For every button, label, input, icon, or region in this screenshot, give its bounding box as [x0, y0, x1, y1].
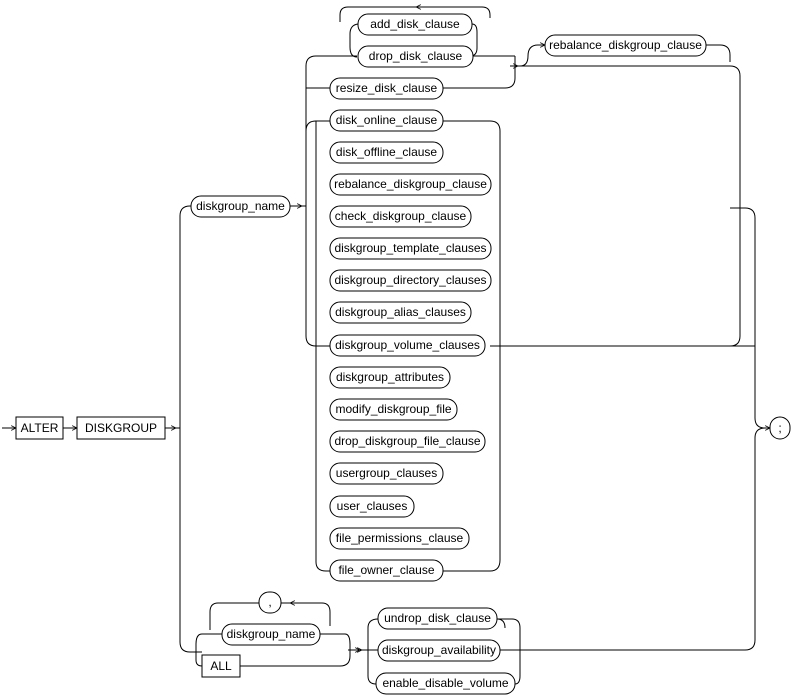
list-separator: , — [258, 591, 282, 614]
nonterminal-resize-disk-clause: resize_disk_clause — [329, 77, 444, 100]
multi-clause-list: undrop_disk_clause diskgroup_availabilit… — [375, 607, 516, 695]
resize-disk-clause-label: resize_disk_clause — [336, 81, 438, 95]
nonterminal-check-diskgroup-clause: check_diskgroup_clause — [329, 205, 472, 228]
nonterminal-file-permissions-clause: file_permissions_clause — [329, 527, 470, 550]
nonterminal-enable-disable-volume: enable_disable_volume — [375, 672, 516, 695]
nonterminal-file-owner-clause: file_owner_clause — [329, 559, 444, 582]
arrowheads — [168, 66, 518, 650]
nonterminal-add-disk-clause: add_disk_clause — [357, 13, 473, 36]
nonterminal-disk-online-clause: disk_online_clause — [329, 109, 444, 132]
nonterminal-usergroup-clauses: usergroup_clauses — [329, 462, 444, 485]
keyword-diskgroup-label: DISKGROUP — [85, 421, 157, 435]
svg-text:enable_disable_volume: enable_disable_volume — [382, 676, 508, 690]
svg-text:check_diskgroup_clause: check_diskgroup_clause — [335, 209, 467, 223]
svg-text:diskgroup_volume_clauses: diskgroup_volume_clauses — [335, 338, 480, 352]
connector-lines — [2, 7, 770, 685]
nonterminal-list-diskgroup-name: diskgroup_name — [221, 623, 321, 646]
nonterminal-disk-offline-clause: disk_offline_clause — [329, 141, 444, 164]
terminator-semicolon: ; — [769, 416, 791, 440]
drop-disk-clause-label: drop_disk_clause — [369, 49, 463, 63]
nonterminal-drop-diskgroup-file-clause: drop_diskgroup_file_clause — [329, 430, 486, 453]
keyword-all-label: ALL — [210, 659, 232, 673]
keyword-alter-label: ALTER — [21, 421, 59, 435]
svg-text:drop_diskgroup_file_clause: drop_diskgroup_file_clause — [334, 434, 480, 448]
keyword-all: ALL — [201, 654, 241, 678]
nonterminal-diskgroup-volume-clauses: diskgroup_volume_clauses — [329, 334, 486, 357]
svg-text:usergroup_clauses: usergroup_clauses — [336, 466, 437, 480]
svg-text:rebalance_diskgroup_clause: rebalance_diskgroup_clause — [334, 177, 487, 191]
list-separator-label: , — [268, 595, 271, 609]
svg-text:diskgroup_directory_clauses: diskgroup_directory_clauses — [334, 273, 486, 287]
svg-text:diskgroup_alias_clauses: diskgroup_alias_clauses — [335, 305, 466, 319]
keyword-alter: ALTER — [15, 416, 64, 440]
nonterminal-diskgroup-template-clauses: diskgroup_template_clauses — [329, 237, 492, 260]
svg-text:modify_diskgroup_file: modify_diskgroup_file — [335, 402, 451, 416]
list-diskgroup-name-label: diskgroup_name — [227, 627, 316, 641]
terminator-label: ; — [778, 421, 781, 435]
nonterminal-rebalance-diskgroup-clause: rebalance_diskgroup_clause — [329, 173, 492, 196]
nonterminal-undrop-disk-clause: undrop_disk_clause — [377, 607, 498, 630]
svg-text:disk_online_clause: disk_online_clause — [336, 113, 438, 127]
keyword-diskgroup: DISKGROUP — [76, 416, 166, 440]
nonterminal-diskgroup-directory-clauses: diskgroup_directory_clauses — [329, 269, 492, 292]
nonterminal-diskgroup-alias-clauses: diskgroup_alias_clauses — [329, 301, 472, 324]
svg-text:file_permissions_clause: file_permissions_clause — [336, 531, 464, 545]
svg-text:undrop_disk_clause: undrop_disk_clause — [384, 611, 491, 625]
nonterminal-rebalance-after-disk: rebalance_diskgroup_clause — [544, 34, 707, 57]
rebalance-after-disk-label: rebalance_diskgroup_clause — [549, 38, 702, 52]
nonterminal-drop-disk-clause: drop_disk_clause — [357, 45, 474, 68]
svg-text:diskgroup_attributes: diskgroup_attributes — [336, 370, 444, 384]
svg-text:diskgroup_template_clauses: diskgroup_template_clauses — [334, 241, 486, 255]
add-disk-clause-label: add_disk_clause — [370, 17, 460, 31]
nonterminal-diskgroup-name: diskgroup_name — [190, 195, 291, 218]
svg-text:file_owner_clause: file_owner_clause — [338, 563, 434, 577]
diskgroup-name-label: diskgroup_name — [196, 199, 285, 213]
nonterminal-diskgroup-attributes: diskgroup_attributes — [329, 366, 451, 389]
nonterminal-modify-diskgroup-file: modify_diskgroup_file — [329, 398, 458, 421]
nonterminal-diskgroup-availability: diskgroup_availability — [377, 639, 501, 662]
svg-text:user_clauses: user_clauses — [337, 499, 408, 513]
single-clause-list: disk_online_clause disk_offline_clause r… — [329, 109, 492, 582]
nonterminal-user-clauses: user_clauses — [329, 495, 415, 518]
svg-text:disk_offline_clause: disk_offline_clause — [336, 145, 438, 159]
svg-text:diskgroup_availability: diskgroup_availability — [382, 643, 496, 657]
